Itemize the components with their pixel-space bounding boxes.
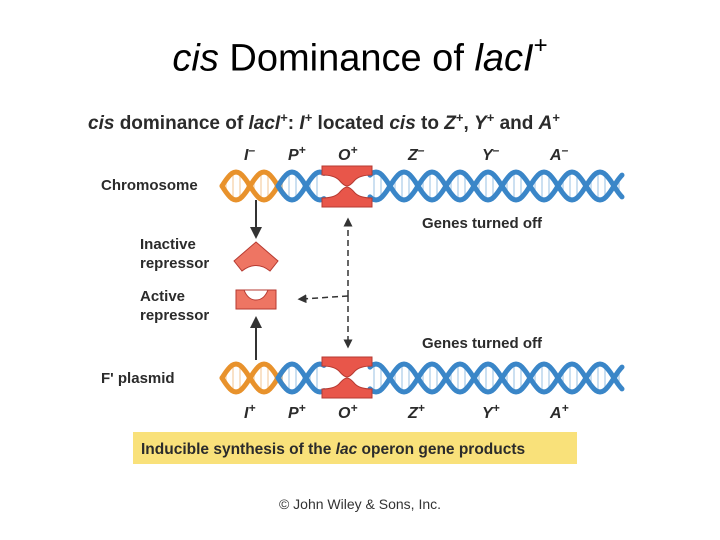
plasmid-gene-P: P+ xyxy=(288,401,306,422)
plasmid-gene-labels: I+ P+ O+ Z+ Y+ A+ xyxy=(244,401,569,422)
plasmid-strand-1-0 xyxy=(275,361,327,395)
plasmid-gene-I: I+ xyxy=(244,401,255,422)
chrom-gene-A: A– xyxy=(549,143,569,164)
active-repressor-shape xyxy=(235,289,277,310)
chromosome-gene-labels: I– P+ O+ Z– Y– A– xyxy=(244,143,569,164)
plasmid-strand-0-1 xyxy=(219,361,287,395)
chromosome-status: Genes turned off xyxy=(422,215,543,232)
plasmid-strand-0-0 xyxy=(219,361,287,395)
result-text: Inducible synthesis of the lac operon ge… xyxy=(141,441,525,458)
title-sup: + xyxy=(533,32,548,59)
dashed-binding-arrows xyxy=(297,217,353,349)
active-repressor-label-1: Active xyxy=(140,288,185,305)
plasmid-operator xyxy=(321,356,373,399)
chromosome-strand-1-1 xyxy=(275,169,327,203)
inactive-repressor-label-2: repressor xyxy=(140,255,209,272)
chrom-gene-O: O+ xyxy=(338,143,357,164)
title-main: Dominance of xyxy=(218,37,475,80)
plasmid-dna xyxy=(219,361,625,395)
plasmid-gene-O: O+ xyxy=(338,401,357,422)
result-bar xyxy=(133,432,577,464)
chrom-gene-P: P+ xyxy=(288,143,306,164)
title-italic-cis: cis xyxy=(172,37,219,80)
plasmid-gene-Y: Y+ xyxy=(482,401,500,422)
chromosome-strand-0-1 xyxy=(219,169,287,203)
plasmid-strand-1-1 xyxy=(275,361,327,395)
chrom-gene-I: I– xyxy=(244,143,255,164)
chromosome-strand-2-1 xyxy=(367,169,625,203)
plasmid-status: Genes turned off xyxy=(422,335,543,352)
slide-title: cis Dominance of lacI+ xyxy=(0,34,720,80)
copyright-notice: © John Wiley & Sons, Inc. xyxy=(278,496,442,512)
title-gene: lacI xyxy=(474,37,534,80)
plasmid-strand-2-1 xyxy=(367,361,625,395)
plasmid-label: F' plasmid xyxy=(101,370,175,387)
chromosome-strand-0-0 xyxy=(219,169,287,203)
plasmid-gene-A: A+ xyxy=(549,401,569,422)
plasmid-strand-2-0 xyxy=(367,361,625,395)
chromosome-strand-2-0 xyxy=(367,169,625,203)
active-repressor-label-2: repressor xyxy=(140,307,209,324)
chrom-gene-Z: Z– xyxy=(407,143,425,164)
chromosome-dna xyxy=(219,169,625,203)
figure-heading: cis dominance of lacI+: I+ located cis t… xyxy=(88,110,560,134)
chromosome-operator xyxy=(321,165,373,208)
plasmid-gene-Z: Z+ xyxy=(407,401,425,422)
inactive-repressor-label-1: Inactive xyxy=(140,236,196,253)
chrom-gene-Y: Y– xyxy=(482,143,500,164)
inactive-repressor-shape xyxy=(233,241,279,272)
chromosome-strand-1-0 xyxy=(275,169,327,203)
chromosome-label: Chromosome xyxy=(101,177,198,194)
